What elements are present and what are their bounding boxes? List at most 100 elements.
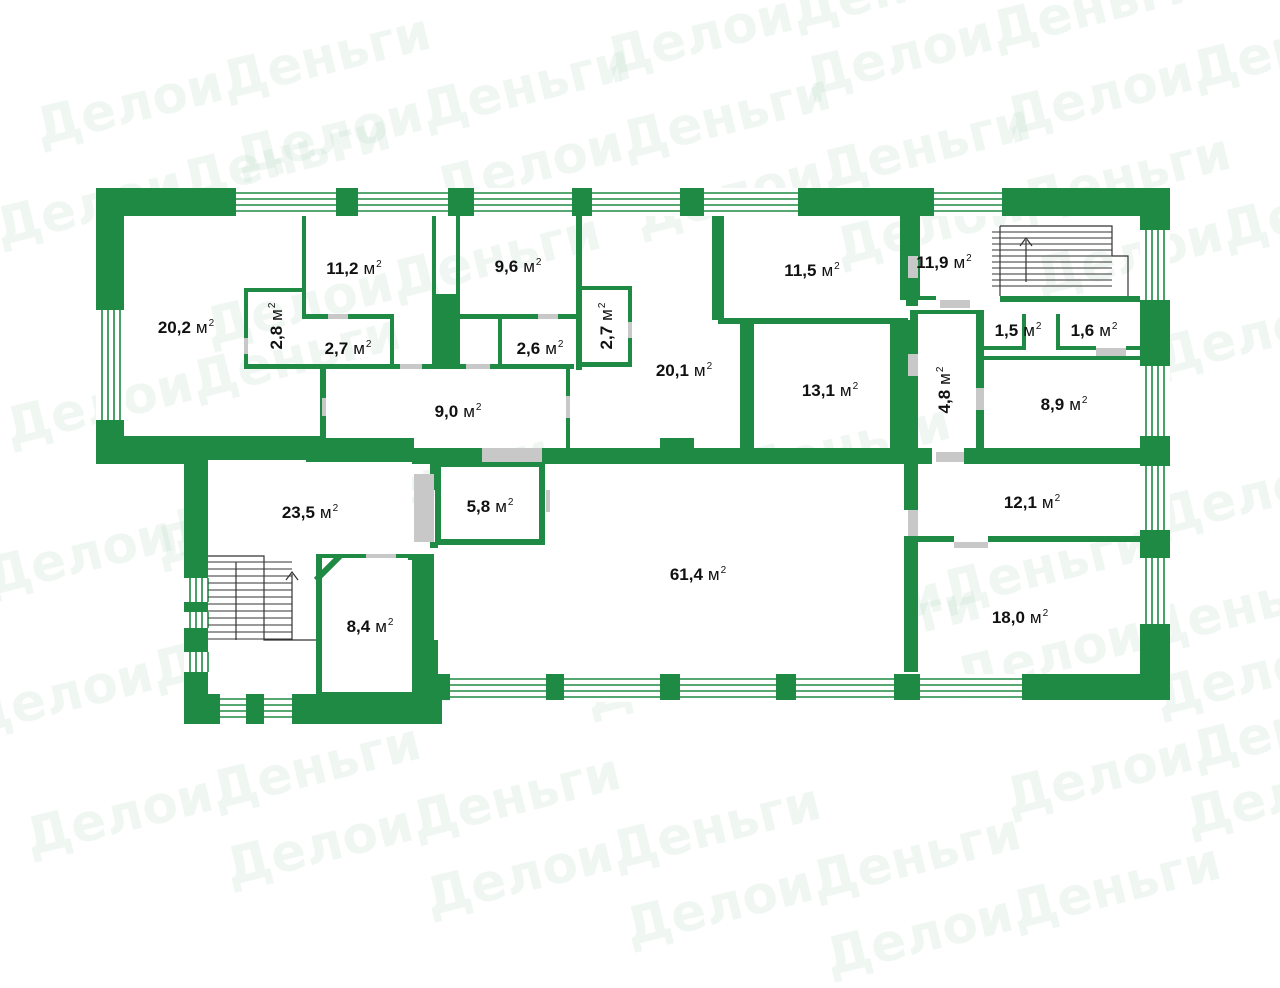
wall-segment [712, 210, 724, 320]
area-unit: м [821, 261, 833, 280]
room-area-text: 2,8м2 [267, 302, 286, 349]
area-unit-power: 2 [834, 261, 840, 272]
wall-segment [316, 692, 412, 698]
area-unit-power: 2 [388, 617, 394, 628]
area-value: 9,0 [435, 402, 459, 421]
area-unit: м [840, 381, 852, 400]
wall-segment [1022, 674, 1170, 700]
wall-segment [184, 694, 220, 724]
wall-segment [184, 628, 208, 652]
wall-segment [432, 294, 456, 366]
small-room-outline [435, 461, 545, 545]
area-value: 8,4 [347, 617, 371, 636]
stairs [208, 225, 1129, 641]
area-unit-power: 2 [536, 257, 542, 268]
area-unit-power: 2 [1043, 608, 1049, 619]
area-unit-power: 2 [558, 339, 564, 350]
door [414, 474, 434, 542]
area-unit-power: 2 [707, 361, 713, 372]
door [940, 300, 970, 308]
area-unit-power: 2 [853, 381, 859, 392]
area-unit: м [267, 309, 286, 321]
wall-segment [576, 210, 582, 370]
wall-segment [390, 314, 394, 366]
door [566, 396, 570, 418]
wall-segment [984, 346, 1022, 350]
area-unit-power: 2 [721, 565, 727, 576]
area-value: 13,1 [802, 381, 835, 400]
area-unit-power: 2 [1112, 321, 1118, 332]
door [546, 490, 550, 512]
wall-segment [316, 554, 322, 694]
area-unit-power: 2 [209, 318, 215, 329]
doors [244, 256, 1126, 558]
area-value: 20,1 [656, 361, 689, 380]
area-unit-power: 2 [366, 339, 372, 350]
door [328, 314, 348, 319]
window [184, 612, 214, 628]
wall-segment [306, 448, 910, 464]
area-unit-power: 2 [508, 497, 514, 508]
area-unit-power: 2 [935, 366, 946, 372]
window [184, 652, 214, 672]
door [400, 364, 422, 369]
stair-arrow [1019, 237, 1033, 282]
wall-segment [184, 438, 414, 460]
area-unit-power: 2 [966, 253, 972, 264]
area-value: 1,5 [995, 321, 1019, 340]
area-unit-power: 2 [376, 259, 382, 270]
wall-segment [448, 188, 474, 216]
wall-segment [1022, 314, 1026, 350]
wall-segment [336, 188, 358, 216]
area-unit: м [196, 318, 208, 337]
area-unit: м [1023, 321, 1035, 340]
room-area-text: 2,7м2 [597, 302, 616, 349]
wall-segment [572, 188, 592, 216]
area-value: 2,6 [517, 339, 541, 358]
wall-segment [904, 536, 918, 672]
area-value: 23,5 [282, 503, 315, 522]
area-unit-power: 2 [1082, 395, 1088, 406]
area-unit-power: 2 [267, 302, 278, 308]
wall-segment [1056, 314, 1060, 350]
wall-segment [96, 188, 124, 310]
door [1096, 348, 1126, 356]
area-value: 2,7 [325, 339, 349, 358]
door [482, 448, 542, 462]
door [466, 364, 490, 369]
room-area-label: 2,7м2 [597, 302, 616, 349]
room-area-label: 4,8м2 [935, 366, 954, 413]
window [1140, 558, 1170, 624]
wall-segment [576, 362, 632, 367]
walls [96, 188, 1170, 724]
window [1140, 466, 1170, 530]
wall-segment [660, 674, 680, 700]
area-unit: м [545, 339, 557, 358]
hall-floor [208, 462, 412, 554]
wall-segment [340, 456, 420, 462]
area-unit: м [1099, 321, 1111, 340]
wall-segment [1166, 300, 1170, 366]
wall-segment [184, 602, 208, 612]
room-area-text: 13,1 м2 [802, 381, 859, 400]
wall-segment [244, 288, 304, 292]
